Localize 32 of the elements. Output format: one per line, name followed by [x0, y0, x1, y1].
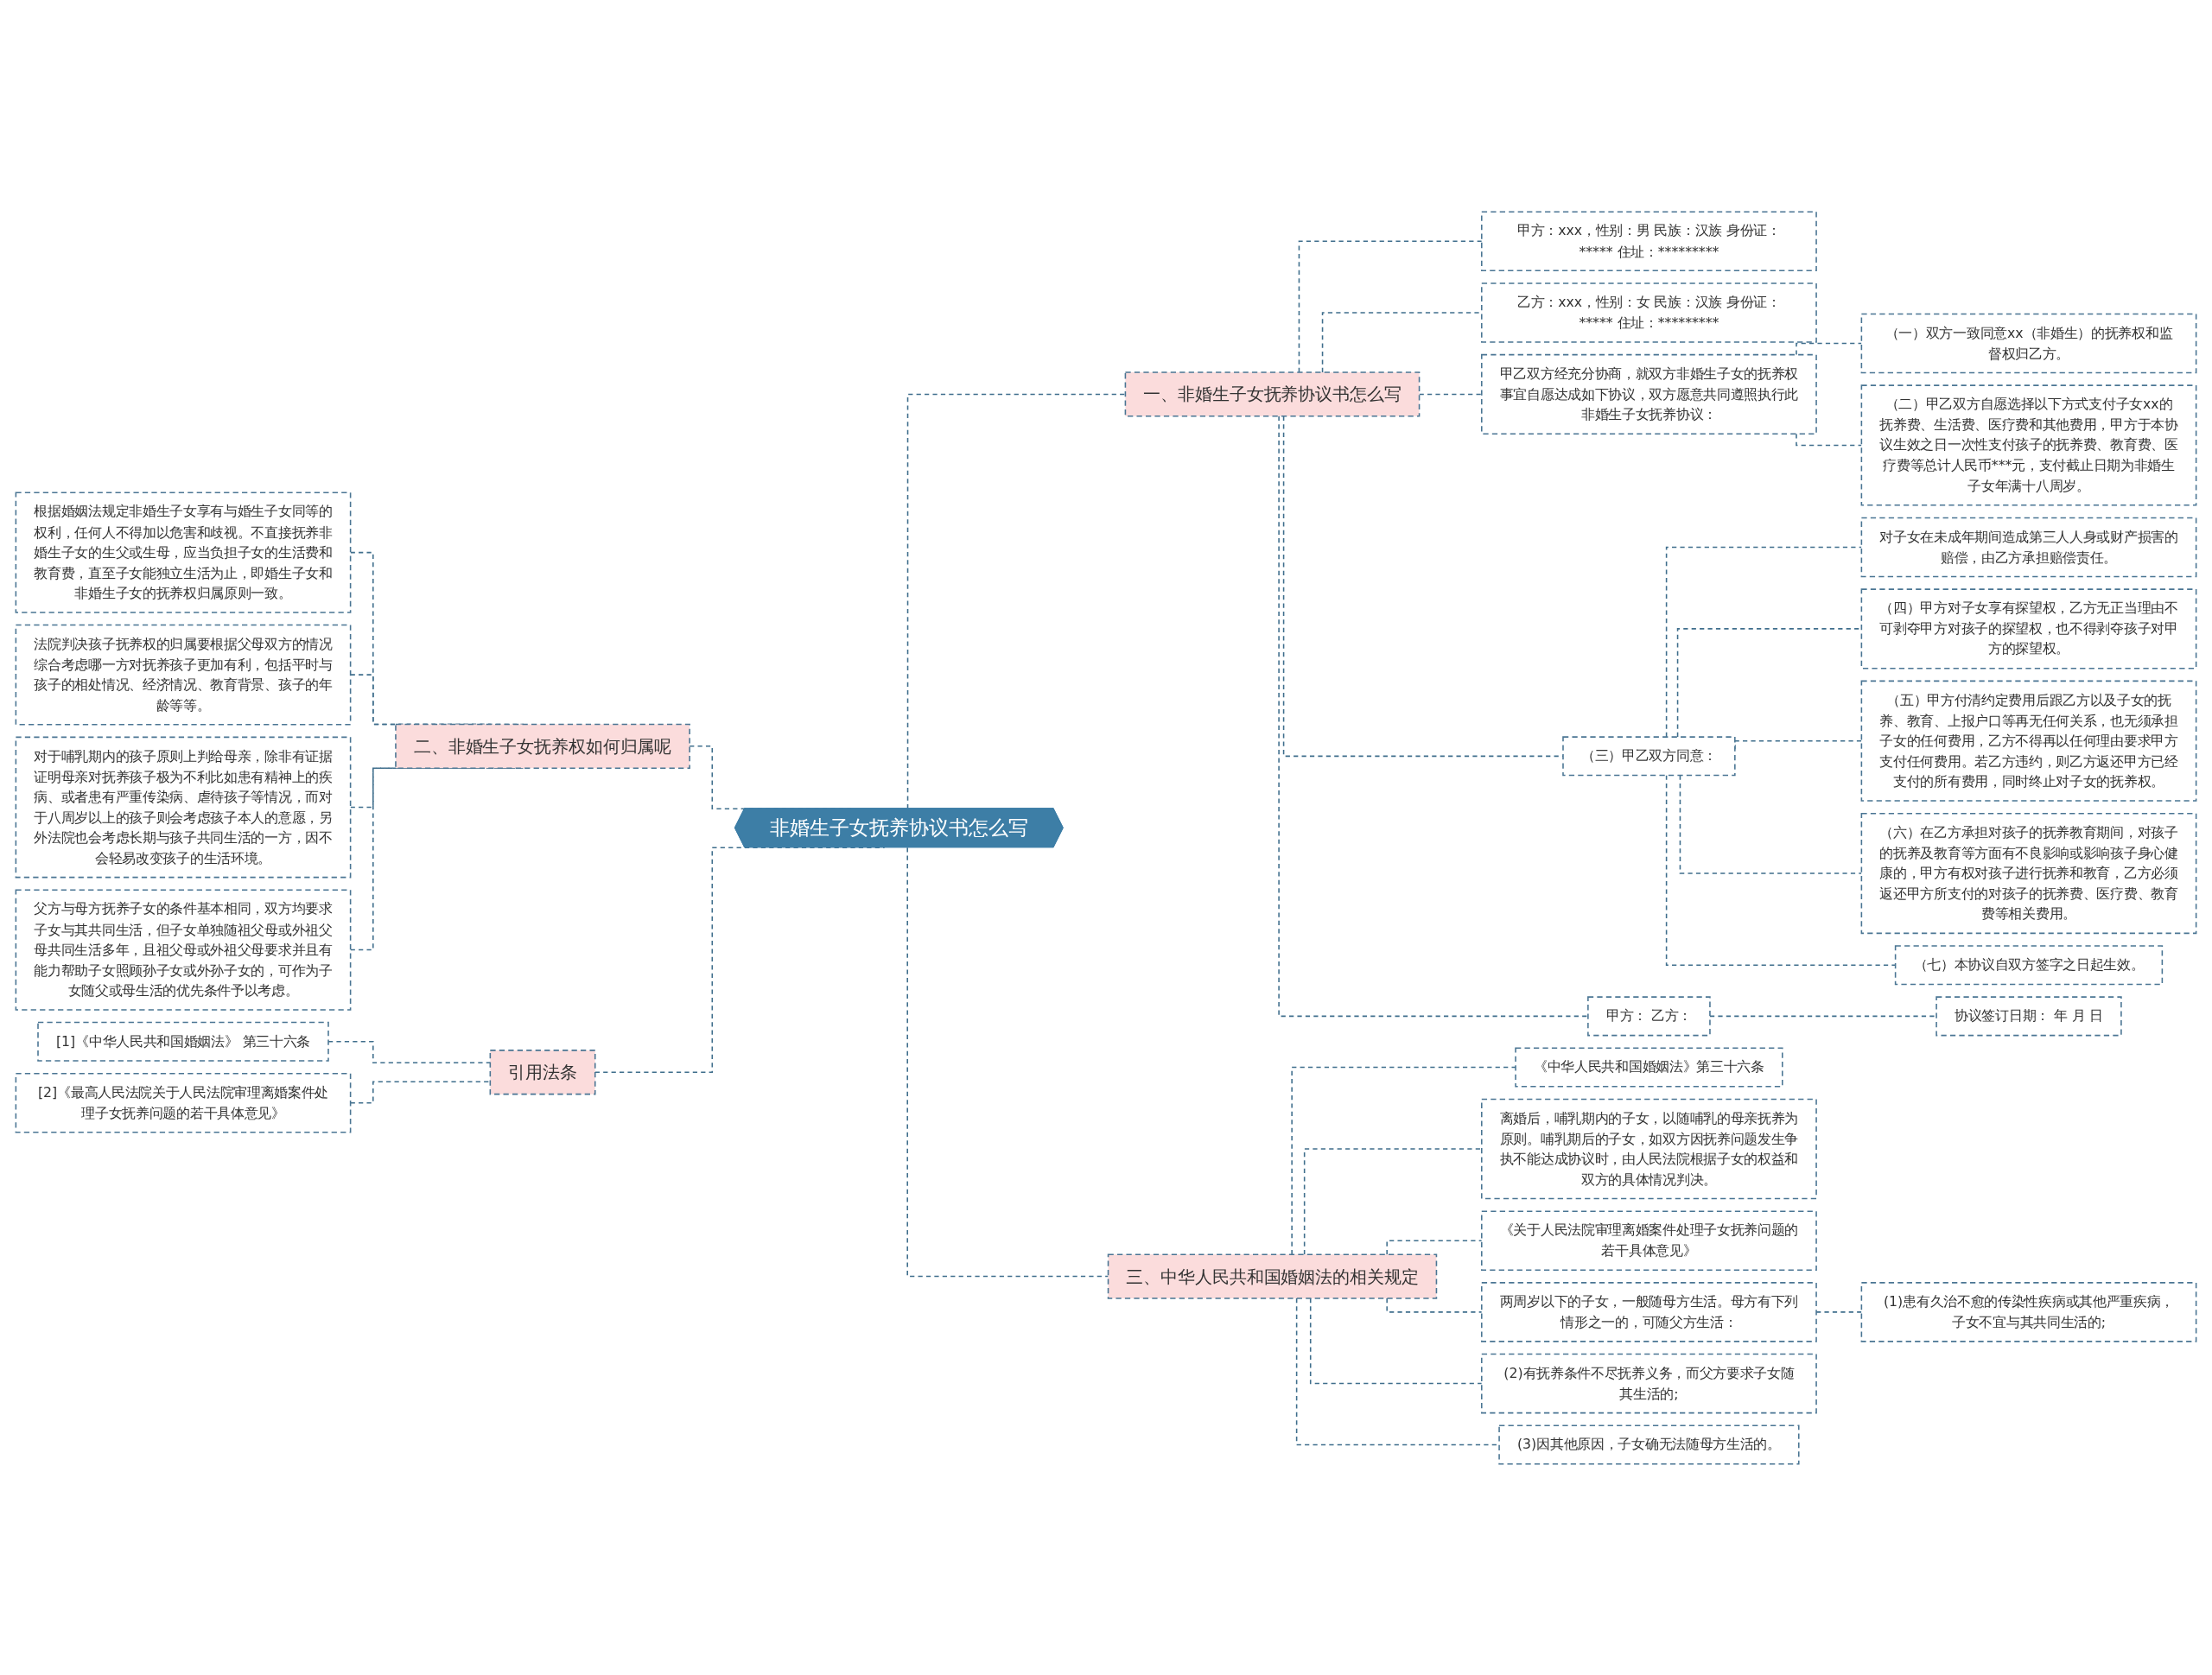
node-box: 父方与母方抚养子女的条件基本相同，双方均要求子女与其共同生活，但子女单独随祖父母或外祖父母共同生活多年，且祖父母或外祖父母要求并且有能力帮助子女照顾孙子女或外孙子女的，可作为子女随父或母生活的优先条件予以考虑。: [15, 888, 352, 1011]
node-box: [2]《最高人民法院关于人民法院审理离婚案件处理子女抚养问题的若干具体意见》: [15, 1072, 352, 1133]
node-box: （五）甲方付清约定费用后跟乙方以及子女的抚养、教育、上报户口等再无任何关系，也无须承担子女的任何费用，乙方不得再以任何理由要求甲方支付任何费用。若乙方违约，则乙方返还甲方已经支付的所有费用，同时终止对子女的抚养权。: [1860, 680, 2197, 802]
node-box: 三、中华人民共和国婚姻法的相关规定: [1107, 1253, 1438, 1299]
node-box: 甲方：xxx，性别：男 民族：汉族 身份证：***** 住址：*********: [1481, 211, 1817, 271]
node-box: 甲方： 乙方：: [1587, 995, 1711, 1036]
node-box: 对子女在未成年期间造成第三人人身或财产损害的赔偿，由乙方承担赔偿责任。: [1860, 517, 2197, 577]
node-box: （二）甲乙双方自愿选择以下方式支付子女xx的抚养费、生活费、医疗费和其他费用，甲方于本协议生效之日一次性支付孩子的抚养费、教育费、医疗费等总计人民币***元，支付截止日期为非婚生子女年满十八周岁。: [1860, 384, 2197, 506]
connector: [1709, 1015, 1937, 1017]
node-box: 对于哺乳期内的孩子原则上判给母亲，除非有证据证明母亲对抚养孩子极为不利比如患有精神上的疾病、或者患有严重传染病、虐待孩子等情况，而对于八周岁以上的孩子则会考虑孩子本人的意愿，另外法院也会考虑长期与孩子共同生活的一方，因不会轻易改变孩子的生活环境。: [15, 736, 352, 878]
node-box: (1)患有久治不愈的传染性疾病或其他严重疾病，子女不宜与其共同生活的;: [1860, 1281, 2197, 1342]
node-box: (3)因其他原因，子女确无法随母方生活的。: [1498, 1424, 1800, 1464]
node-box: 协议签订日期： 年 月 日: [1936, 995, 2122, 1036]
node-box: 两周岁以下的子女，一般随母方生活。母方有下列情形之一的，可随父方生活：: [1481, 1281, 1817, 1342]
node-box: 一、非婚生子女抚养协议书怎么写: [1124, 371, 1421, 417]
node-box: （六）在乙方承担对孩子的抚养教育期间，对孩子的抚养及教育等方面有不良影响或影响孩子身心健康的，甲方有权对孩子进行抚养和教育，乙方必须返还甲方所支付的对孩子的抚养费、医疗费、教育费等相关费用。: [1860, 812, 2197, 934]
node-box: （三）甲乙双方同意：: [1562, 735, 1736, 776]
node-box: 《关于人民法院审理离婚案件处理子女抚养问题的若干具体意见》: [1481, 1209, 1817, 1271]
node-box: [1]《中华人民共和国婚姻法》 第三十六条: [37, 1021, 329, 1062]
node-box: （七）本协议自双方签字之日起生效。: [1894, 944, 2164, 985]
node-box: 法院判决孩子抚养权的归属要根据父母双方的情况综合考虑哪一方对抚养孩子更加有利，包括平时与孩子的相处情况、经济情况、教育背景、孩子的年龄等等。: [15, 624, 352, 725]
node-box: 二、非婚生子女抚养权如何归属呢: [395, 723, 690, 769]
node-box: 乙方：xxx，性别：女 民族：汉族 身份证：***** 住址：*********: [1481, 282, 1817, 343]
node-box: 根据婚姻法规定非婚生子女享有与婚生子女同等的权利，任何人不得加以危害和歧视。不直接抚养非婚生子女的生父或生母，应当负担子女的生活费和教育费，直至子女能独立生活为止，即婚生子女和非婚生子女的抚养权归属原则一致。: [15, 491, 352, 613]
node-box: （四）甲方对子女享有探望权，乙方无正当理由不可剥夺甲方对孩子的探望权，也不得剥夺孩子对甲方的探望权。: [1860, 587, 2197, 669]
node-box: 《中华人民共和国婚姻法》第三十六条: [1515, 1047, 1783, 1088]
node-box: 甲乙双方经充分协商，就双方非婚生子女的抚养权事宜自愿达成如下协议，双方愿意共同遵照执行此非婚生子女抚养协议：: [1481, 353, 1817, 435]
node-box: 引用法条: [489, 1049, 596, 1094]
node-box: 离婚后，哺乳期内的子女，以随哺乳的母亲抚养为原则。哺乳期后的子女，如双方因抚养问题发生争执不能达成协议时，由人民法院根据子女的权益和双方的具体情况判决。: [1481, 1098, 1817, 1199]
node-box: (2)有抚养条件不尽抚养义务，而父方要求子女随其生活的;: [1481, 1353, 1817, 1413]
node-box: （一）双方一致同意xx（非婚生）的抚养权和监督权归乙方。: [1860, 313, 2197, 373]
connector: [1291, 1066, 1516, 1255]
